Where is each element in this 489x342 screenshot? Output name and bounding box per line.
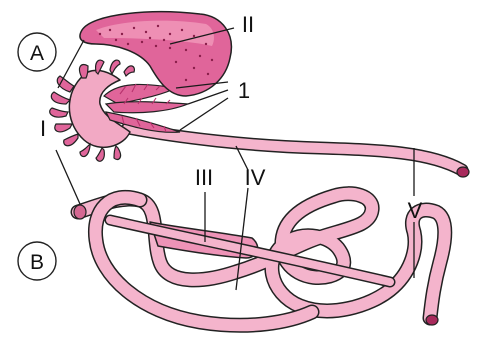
panel-a-letter: A [30, 42, 44, 65]
panel-b-tip [426, 315, 438, 325]
label-ii: II [242, 12, 254, 37]
panel-a-structure [50, 12, 469, 177]
label-v: V [408, 198, 423, 223]
label-i: I [40, 116, 46, 141]
label-iii: III [195, 165, 213, 190]
panel-a-marker: A [18, 33, 56, 71]
panel-b-letter: B [30, 251, 44, 274]
label-1: 1 [238, 78, 250, 103]
panel-a-duct-tip [457, 167, 469, 177]
panel-b-marker: B [18, 242, 56, 280]
panel-b-structure [74, 194, 445, 326]
label-iv: IV [245, 165, 266, 190]
panel-b-start-end [74, 205, 86, 219]
